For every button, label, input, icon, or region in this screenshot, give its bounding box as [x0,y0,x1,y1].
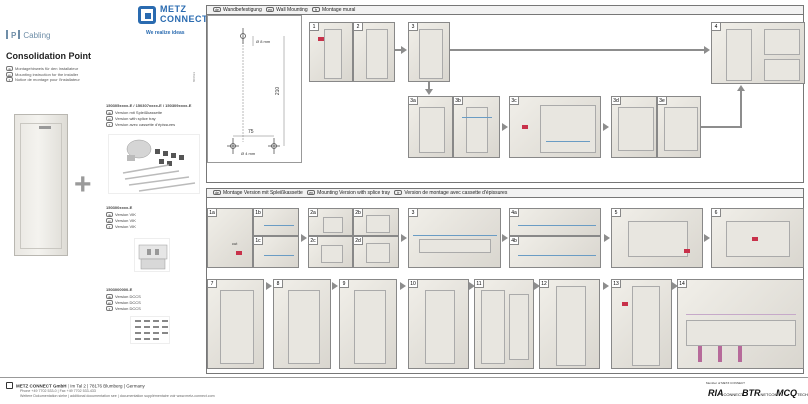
plus-icon: + [74,168,92,201]
footer-phone: Phone +49 7702 533-0 | Fax +49 7702 533-… [20,389,96,393]
variant-splice-tray: 150305xxxx-E / 150307xxxx-E / 150309xxxx… [106,103,192,127]
arrow-right-icon [332,282,338,290]
article-number: 806633 [192,71,196,82]
brand-logo-icon [138,6,156,24]
splice-tray-parts-image [108,134,200,194]
brand-logo: METZ CONNECT [138,4,208,28]
splice-step-7: 7 [207,279,264,369]
splice-step-12: 12 [539,279,600,369]
footer-company: METZ CONNECT GmbH | Im Tal 2 | 78176 Blu… [6,382,145,389]
splice-step-5: 5 [611,208,703,268]
arrow-right-icon [534,282,540,290]
dim-hole-top: Ø 8 mm [256,39,271,44]
brand-logo-text-line1: METZ [160,4,187,14]
wall-step-3c: 3c [509,96,601,158]
variant-part-number: 1503000000-E [106,287,133,292]
arrow-right-icon [603,123,609,131]
splice-step-2b: 2c [308,236,353,268]
footer-docs: Weitere Dokumentation siehe | additional… [20,393,215,398]
dim-width: 75 [248,129,254,135]
cert-ria: RIACONNECT [708,388,744,398]
wall-step-4: 4 [711,22,805,84]
arrow-up-icon [737,85,745,91]
arrow-line [428,82,430,90]
wall-step-2: 2 [353,22,395,82]
variant-part-number: 150300xxxx-E [106,205,133,210]
footer-contact: Phone +49 7702 533-0 | Fax +49 7702 533-… [20,389,215,398]
splice-step-1b: 1b [253,208,299,236]
arrow-right-icon [401,234,407,242]
arrow-right-icon [704,234,710,242]
wall-step-3b: 3b [453,96,500,158]
arrow-right-icon [603,282,609,290]
cert-mcq: MCQTECH [776,388,808,398]
splice-step-13: 13 [611,279,672,369]
cert-btr: BTRNETCOM [742,388,778,398]
splice-step-3: 3 [408,208,501,268]
dim-height: 210 [275,86,282,96]
splice-step-6: 6 [711,208,804,268]
splice-step-4b: 4b [509,236,601,268]
arrow-right-icon [672,282,678,290]
drilling-template: Ø 8 mm 210 75 Ø 4 mm [207,15,302,163]
splice-step-8: 8 [273,279,331,369]
cabinet-illustration [14,114,68,256]
category-label: Cabling [23,31,51,40]
footer-logo-icon [6,382,13,389]
arrow-right-icon [469,282,475,290]
splice-step-1c: 1c [253,236,299,268]
arrow-right-icon [301,234,307,242]
wall-step-3a: 3a [408,96,453,158]
splice-step-9: 9 [339,279,397,369]
arrow-right-icon [502,234,508,242]
wall-step-3d: 3d [611,96,657,158]
arrow-right-icon [266,282,272,290]
splice-step-2a: 2a [308,208,353,236]
arrow-right-icon [704,46,710,54]
wall-step-3: 3 [408,22,450,82]
drilling-dimension-drawing [227,28,285,154]
arrow-line [701,126,741,128]
vik-parts-image [134,238,170,272]
splice-step-11: 11 [474,279,534,369]
dccs-parts-image [130,316,170,344]
splice-step-1a: 1a cut [207,208,253,268]
splice-step-4a: 4a [509,208,601,236]
arrow-right-icon [400,282,406,290]
splice-step-2c: 2b [353,208,399,236]
dim-hole-bottom: Ø 4 mm [241,151,256,156]
variant-part-number: 150305xxxx-E / 150307xxxx-E / 150309xxxx… [106,103,192,108]
footer-address: Im Tal 2 | 78176 Blumberg | Germany [70,383,145,389]
brand-logo-text-line2: CONNECT [160,14,208,24]
splice-step-14: 14 [677,279,804,369]
arrow-line [450,49,705,51]
arrow-line [395,49,402,51]
splice-step-2d: 2d [353,236,399,268]
arrow-right-icon [502,123,508,131]
arrow-right-icon [604,234,610,242]
arrow-down-icon [425,89,433,95]
arrow-right-icon [401,46,407,54]
member-label: Member of METZ CONNECT [706,381,746,385]
brand-slogan: We realize ideas [146,30,185,36]
splice-step-10: 10 [408,279,469,369]
wall-step-3e: 3e [657,96,701,158]
category-bar-icon [6,30,8,39]
arrow-line [740,91,742,128]
footer-divider [0,377,808,378]
document-title: Consolidation Point [6,51,91,61]
wall-step-1: 1 [309,22,353,82]
cut-label: cut [232,241,238,246]
